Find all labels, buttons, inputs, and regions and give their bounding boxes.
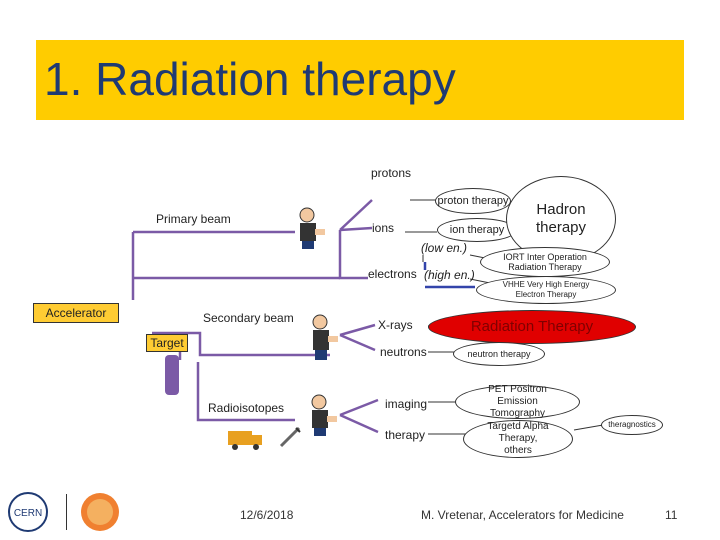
- popeye-figure-icon: [299, 207, 325, 249]
- secondary-beam-label: Secondary beam: [203, 311, 294, 325]
- page-title: 1. Radiation therapy: [44, 53, 456, 105]
- primary-beam-label: Primary beam: [156, 212, 231, 226]
- electrons-label: electrons: [368, 267, 417, 281]
- pet-ellipse: PET Positron Emission Tomography: [455, 384, 580, 419]
- high-energy-label: (high en.): [424, 268, 475, 282]
- anniversary-logo-icon: [81, 493, 119, 531]
- popeye-figure-icon: [311, 394, 337, 436]
- neutron-therapy-ellipse: neutron therapy: [453, 342, 545, 366]
- vhhe-ellipse: VHHE Very High Energy Electron Therapy: [476, 276, 616, 304]
- cern-logo-icon: CERN: [8, 492, 48, 532]
- footer-author: M. Vretenar, Accelerators for Medicine: [421, 508, 624, 522]
- xrays-label: X-rays: [378, 318, 413, 332]
- theragnostics-ellipse: theragnostics: [601, 415, 663, 435]
- radiation-therapy-ellipse: Radiation Therapy: [428, 310, 636, 344]
- ions-label: ions: [372, 221, 395, 235]
- svg-text:CERN: CERN: [14, 508, 42, 519]
- proton-therapy-ellipse: proton therapy: [435, 188, 511, 214]
- imaging-label: imaging: [385, 397, 428, 411]
- low-energy-label: (low en.): [421, 241, 468, 255]
- iort-ellipse: IORT Inter Operation Radiation Therapy: [480, 247, 610, 277]
- therapy-label: therapy: [385, 428, 426, 442]
- footer-divider: [66, 494, 67, 530]
- protons-label: protons: [371, 166, 412, 180]
- radioisotopes-label: Radioisotopes: [208, 401, 285, 415]
- syringe-icon: [279, 426, 301, 448]
- targeted-alpha-ellipse: Targetd Alpha Therapy, others: [463, 420, 573, 458]
- van-icon: [228, 431, 262, 450]
- popeye-figure-icon: [312, 314, 338, 360]
- page-number: 11: [665, 508, 678, 522]
- ion-therapy-ellipse: ion therapy: [437, 218, 517, 242]
- target-cylinder-icon: [165, 355, 179, 395]
- accelerator-box: Accelerator: [33, 303, 119, 323]
- title-band: [36, 40, 684, 120]
- neutrons-label: neutrons: [380, 345, 427, 359]
- footer-date: 12/6/2018: [240, 508, 294, 522]
- target-box: Target: [146, 334, 188, 352]
